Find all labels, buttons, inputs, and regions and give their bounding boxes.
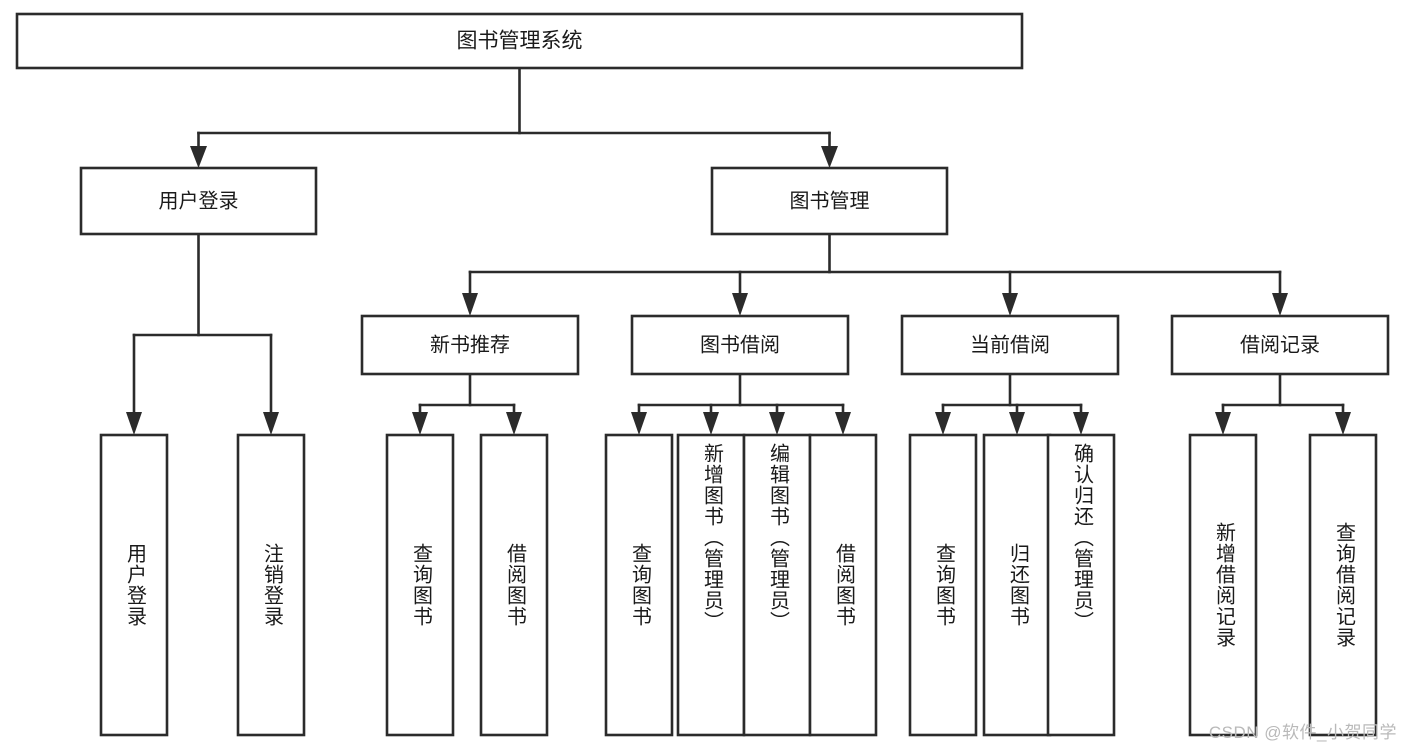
node-root[interactable]: 图书管理系统 [15, 12, 1024, 70]
arrow-to-leaf-query-book-cur [935, 412, 951, 435]
node-leaf-logout-box[interactable] [236, 433, 306, 737]
leaf-boxes [99, 433, 1378, 737]
node-user-login-box [79, 166, 318, 236]
arrow-to-leaf-edit-book-admin [769, 412, 785, 435]
arrow-root-to-book-manage [821, 146, 838, 168]
node-new-book-recommend[interactable]: 新书推荐 [360, 314, 580, 376]
node-root-box [15, 12, 1024, 70]
node-borrow-record-box [1170, 314, 1390, 376]
node-current-borrow-label: 当前借阅 [970, 333, 1050, 356]
node-leaf-query-book-cur-box[interactable] [908, 433, 978, 737]
watermark-text: CSDN @软件_小贺同学 [1208, 723, 1397, 742]
arrow-to-leaf-borrow-book-bor [835, 412, 851, 435]
arrow-to-current-borrow [1002, 293, 1018, 316]
node-leaf-query-borrow-rec-box[interactable] [1308, 433, 1378, 737]
node-current-borrow-box [900, 314, 1120, 376]
node-leaf-add-borrow-rec-box[interactable] [1188, 433, 1258, 737]
node-leaf-query-book-bor-box[interactable] [604, 433, 674, 737]
node-current-borrow[interactable]: 当前借阅 [900, 314, 1120, 376]
arrow-to-leaf-return-book [1009, 412, 1025, 435]
node-root-label: 图书管理系统 [457, 30, 583, 53]
arrow-to-borrow-record [1272, 293, 1288, 316]
node-book-borrow[interactable]: 图书借阅 [630, 314, 850, 376]
arrow-to-new-book-recommend [462, 293, 478, 316]
node-book-manage[interactable]: 图书管理 [710, 166, 949, 236]
node-user-login[interactable]: 用户登录 [79, 166, 318, 236]
node-leaf-borrow-book-bor-box[interactable] [808, 433, 878, 737]
node-leaf-return-book-box[interactable] [982, 433, 1052, 737]
arrow-to-leaf-query-book-rec [412, 412, 428, 435]
arrow-to-leaf-add-book-admin [703, 412, 719, 435]
arrow-to-leaf-add-borrow-rec [1215, 412, 1231, 435]
node-leaf-borrow-book-rec-box[interactable] [479, 433, 549, 737]
node-borrow-record-label: 借阅记录 [1240, 333, 1320, 356]
node-book-borrow-label: 图书借阅 [700, 333, 780, 356]
connector-group-root [190, 66, 838, 168]
node-book-borrow-box [630, 314, 850, 376]
node-user-login-label: 用户登录 [159, 189, 239, 212]
node-leaf-user-login-box[interactable] [99, 433, 169, 737]
arrow-to-leaf-borrow-book-rec [506, 412, 522, 435]
connector-group-borrow-record [1215, 372, 1351, 435]
arrow-to-book-borrow [732, 293, 748, 316]
connector-group-current-borrow [935, 372, 1089, 435]
arrow-to-leaf-query-book-bor [631, 412, 647, 435]
node-leaf-query-book-rec-box[interactable] [385, 433, 455, 737]
node-book-manage-label: 图书管理 [790, 189, 870, 212]
node-new-book-recommend-label: 新书推荐 [430, 333, 510, 356]
node-book-manage-box [710, 166, 949, 236]
connector-group-book-borrow [631, 372, 851, 435]
connector-group-new-book-recommend [412, 372, 522, 435]
node-leaf-add-book-admin-box[interactable] [676, 433, 746, 737]
arrow-to-leaf-query-borrow-rec [1335, 412, 1351, 435]
arrow-to-leaf-logout [263, 412, 279, 435]
arrow-to-leaf-confirm-return [1073, 412, 1089, 435]
node-leaf-confirm-return-box[interactable] [1046, 433, 1116, 737]
node-new-book-recommend-box [360, 314, 580, 376]
connector-group-book-manage [462, 232, 1288, 316]
connector-group-user-login [126, 232, 279, 435]
arrow-root-to-user-login [190, 146, 207, 168]
node-borrow-record[interactable]: 借阅记录 [1170, 314, 1390, 376]
arrow-to-leaf-user-login [126, 412, 142, 435]
node-leaf-edit-book-admin-box[interactable] [742, 433, 812, 737]
